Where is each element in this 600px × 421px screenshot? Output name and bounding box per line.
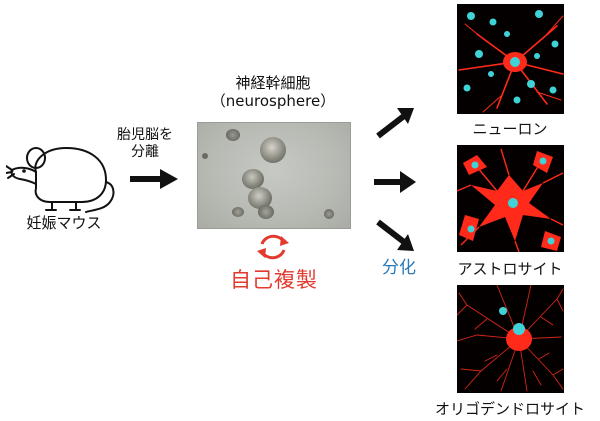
arrow-up-right-icon bbox=[376, 108, 414, 139]
self-renewal-cycle-icon bbox=[257, 234, 289, 260]
neurosphere-cluster bbox=[242, 169, 264, 189]
neurosphere-cluster bbox=[202, 153, 208, 159]
pregnant-mouse-icon bbox=[6, 147, 115, 213]
right-arrow-icon bbox=[130, 169, 178, 189]
neurosphere-micrograph bbox=[197, 122, 351, 229]
neurosphere-cluster bbox=[232, 207, 244, 217]
neurosphere-cluster bbox=[226, 129, 240, 141]
neural-stem-cell-title: 神経幹細胞 （neurosphere） bbox=[188, 74, 358, 110]
neurosphere-cluster bbox=[324, 209, 334, 219]
differentiation-label: 分化 bbox=[382, 258, 416, 278]
neurosphere-title-line-2: （neurosphere） bbox=[210, 92, 336, 110]
neuron-label: ニューロン bbox=[472, 120, 548, 138]
pregnant-mouse-label: 妊娠マウス bbox=[26, 214, 102, 232]
oligodendrocyte-micrograph bbox=[457, 285, 564, 393]
step-line-2: 分離 bbox=[131, 144, 159, 160]
neurosphere-title-line-1: 神経幹細胞 bbox=[235, 74, 311, 92]
astrocyte-label: アストロサイト bbox=[457, 260, 563, 278]
neurosphere-cluster bbox=[258, 205, 274, 219]
neurosphere-cluster bbox=[248, 187, 272, 209]
astrocyte-micrograph bbox=[457, 145, 564, 252]
fetal-brain-separation-label: 胎児脳を 分離 bbox=[112, 127, 178, 161]
self-renewal-label: 自己複製 bbox=[230, 268, 318, 292]
step-line-1: 胎児脳を bbox=[117, 127, 173, 143]
neuron-micrograph bbox=[457, 4, 564, 114]
arrow-down-right-icon bbox=[376, 219, 414, 251]
arrow-right-icon bbox=[374, 171, 416, 193]
oligodendrocyte-label: オリゴデンドロサイト bbox=[434, 400, 585, 418]
neurosphere-cluster bbox=[260, 137, 286, 163]
